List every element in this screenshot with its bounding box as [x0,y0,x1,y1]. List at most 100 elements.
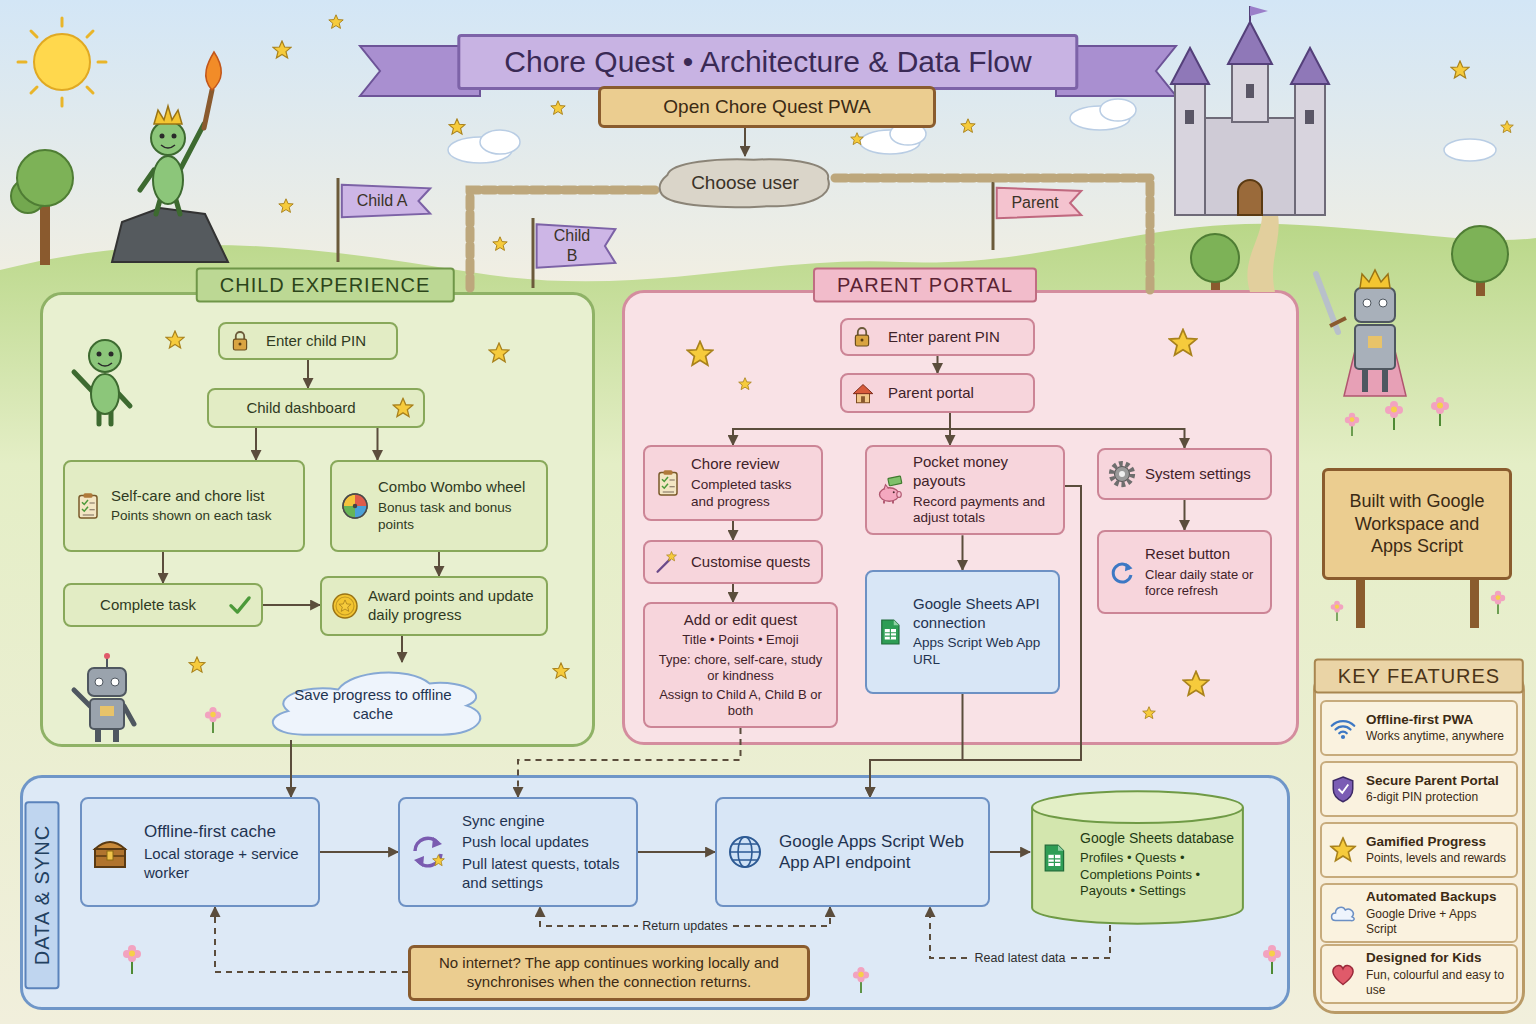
sky [0,0,1536,300]
node-text: Secure Parent Portal [1366,773,1510,790]
user-flag: Child A [340,183,432,219]
outline-path [342,185,430,217]
flow-arrow [255,428,257,460]
node-text: Local storage + service worker [144,845,308,883]
node-text: Push local updates [462,833,626,852]
feature-item: Designed for KidsFun, colourful and easy… [1320,944,1518,1004]
node-icon [1328,774,1358,804]
api-box: Google Sheets API connectionApps Script … [865,570,1060,694]
node-icon [1038,842,1070,874]
node-icon [850,325,874,349]
icon-shape [1112,464,1133,485]
tree [11,150,73,265]
node-text: Enter parent PIN [888,328,1023,347]
flow-arrow [290,740,292,797]
node-icon [340,491,370,521]
node-text: Offline-first PWA [1366,712,1510,729]
node-text: Pull latest quests, totals and settings [462,855,626,893]
process-box: System settings [1097,448,1272,500]
node-icon [408,832,448,872]
node-text: Gamified Progress [1366,834,1510,851]
process-box: Add or edit questTitle • Points • EmojiT… [643,602,838,728]
node-text: Offline-first cache [144,821,308,842]
stars [166,15,1513,719]
node-icon [73,491,103,521]
node-text: Customise quests [691,553,811,572]
sync-panel: DATA & SYNCOffline-first cacheLocal stor… [20,775,1290,1010]
diagram-title: Chore Quest • Architecture & Data Flow [457,34,1078,90]
database-cylinder: Google Sheets databaseProfiles • Quests … [1030,790,1245,925]
node-text: Child dashboard [219,399,383,418]
icon-shape [233,332,246,350]
node-text: Parent [1007,193,1063,213]
node-icon [1107,557,1137,587]
process-box: Offline-first cacheLocal storage + servi… [80,797,320,907]
node-text: Child A [352,191,412,211]
flow-arrow [937,356,939,373]
flow-arrow [320,851,398,853]
process-box: Complete task [63,583,263,627]
process-box: Reset buttonClear daily state or force r… [1097,530,1272,614]
node-icon [1328,959,1358,989]
node-text: Parent portal [888,384,1023,403]
child-panel: CHILD EXPERIENCEEnter child PINChild das… [40,292,595,747]
flow-arrow [162,552,164,583]
robot-knight [1316,270,1406,396]
node-text: Add or edit quest [655,611,826,630]
node-text: Google Sheets API connection [913,595,1048,633]
outline-path [1032,791,1243,823]
icon-shape [231,598,249,612]
node-text: Google Sheets database [1080,830,1235,848]
node-text: Points, levels and rewards [1366,851,1510,866]
process-box: Parent portal [840,373,1035,413]
icon-shape [95,842,125,867]
panel-heading: CHILD EXPERIENCE [196,268,455,303]
node-text: 6-digit PIN protection [1366,790,1510,805]
process-box: Combo Wombo wheelBonus task and bonus po… [330,460,548,552]
wooden-sign-posts [1356,578,1479,628]
process-box: Enter parent PIN [840,318,1035,356]
node-text: Award points and update daily progress [368,587,536,625]
node-icon [1328,835,1358,865]
node-text: Complete task [75,596,221,615]
icon-shape [79,493,97,518]
flow-arrow [377,428,379,460]
flow-arrow [401,636,403,662]
icon-shape [414,837,444,867]
node-text: Sync engine [462,812,626,831]
node-text: Apps Script Web App URL [913,635,1048,669]
icon-shape [1045,845,1063,871]
icon-shape [333,594,357,618]
node-text: Fun, colourful and easy to use [1366,968,1510,998]
node-icon [850,380,876,406]
sun [18,18,106,106]
feature-item: Offline-first PWAWorks anytime, anywhere [1320,700,1518,756]
node-icon [875,617,905,647]
node-icon [653,549,679,575]
node-text: Child B [547,226,597,266]
flowers [123,397,1505,993]
hills [0,224,1536,1024]
feature-item: Secure Parent Portal6-digit PIN protecti… [1320,761,1518,817]
outline-path [273,672,480,734]
icon-shape [393,398,412,416]
icon-shape [1333,965,1353,984]
icon-shape [882,620,899,644]
outline-path [997,188,1082,219]
node-text: Open Chore Quest PWA [611,95,923,119]
flow-arrow [962,535,964,570]
node-text: Combo Wombo wheel [378,478,536,497]
node-icon [228,329,252,353]
cache-cloud: Save progress to offline cache [262,662,484,740]
process-box: Award points and update daily progress [320,576,548,636]
flow-arrow [307,360,309,388]
node-text: Points shown on each task [111,508,293,525]
parent-panel: PARENT PORTALEnter parent PINParent port… [622,290,1299,745]
outline-path [1032,807,1243,923]
node-text: No internet? The app continues working l… [421,954,797,992]
node-text: Google Apps Script Web App API endpoint [779,831,978,874]
flow-arrow [870,694,963,797]
panel-heading: PARENT PORTAL [813,268,1037,303]
node-text: Title • Points • Emoji [655,632,826,648]
